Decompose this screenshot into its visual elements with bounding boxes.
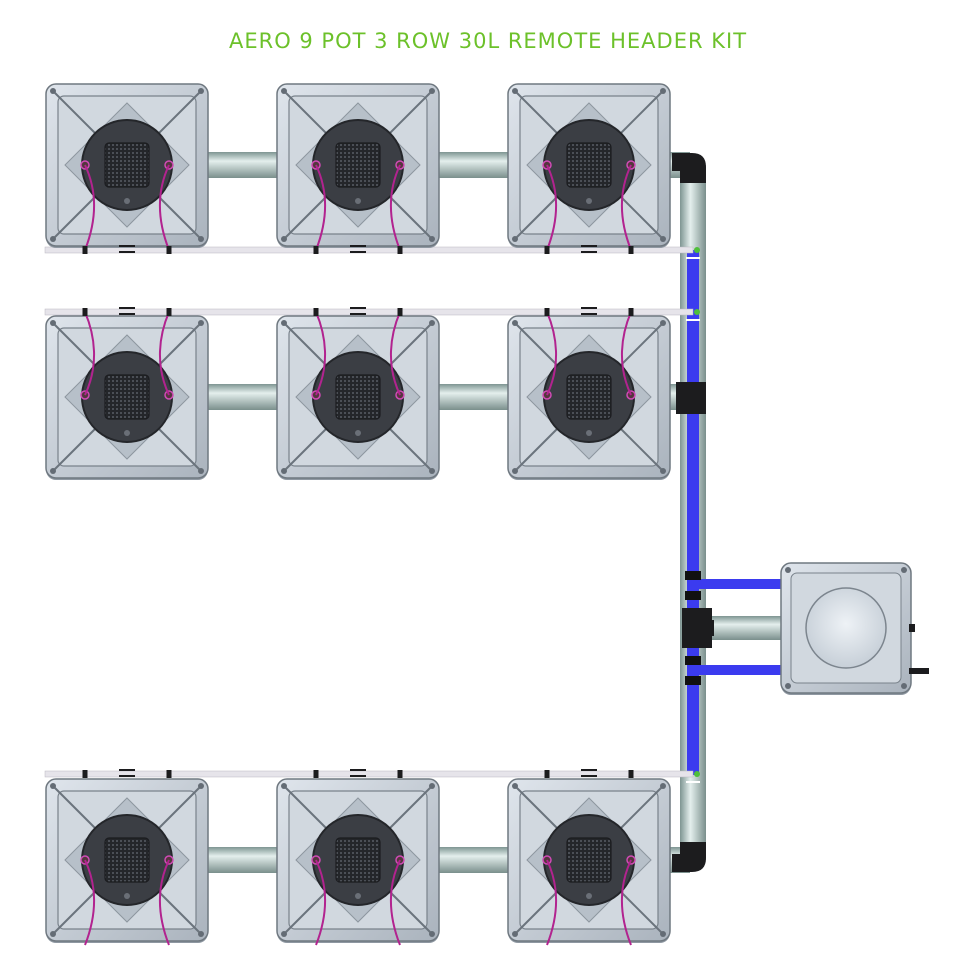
clip-mark — [350, 313, 366, 315]
feed-line-branch — [690, 665, 782, 675]
clip-mark — [350, 307, 366, 309]
feed-clip — [685, 571, 701, 580]
jumper-hose — [621, 164, 632, 251]
reservoir-pipe — [706, 616, 786, 640]
drain-tube — [44, 770, 694, 778]
jumper-hose — [621, 859, 632, 946]
jumper-hose — [621, 311, 632, 396]
pot-8 — [276, 778, 440, 946]
pot-1 — [45, 83, 209, 251]
hose-fitting — [397, 308, 403, 316]
clip-mark — [119, 251, 135, 253]
jumper-hose — [315, 859, 326, 946]
hose-fitting — [166, 308, 172, 316]
hose-fitting — [166, 770, 172, 778]
pot-6 — [507, 311, 671, 480]
clip-mark — [350, 251, 366, 253]
jumper-hose — [390, 164, 401, 251]
jumper-hose — [546, 859, 557, 946]
manifold-pipe — [204, 152, 282, 178]
pot-9 — [507, 778, 671, 946]
jumper-hose — [546, 311, 557, 396]
drain-tube — [44, 308, 694, 316]
feed-clip — [685, 656, 701, 665]
jumper-hose — [546, 164, 557, 251]
clip-mark — [119, 245, 135, 247]
hose-fitting — [544, 308, 550, 316]
drain-connector — [694, 247, 700, 253]
jumper-hose — [159, 311, 170, 396]
reservoir-coupler — [704, 620, 714, 636]
manifold-pipe — [435, 384, 513, 410]
elbow-fitting — [672, 842, 706, 872]
feed-clip — [685, 591, 701, 600]
clip-mark — [119, 769, 135, 771]
manifold-pipe — [204, 847, 282, 873]
hose-fitting — [313, 246, 319, 254]
jumper-hose — [390, 311, 401, 396]
drain-marker — [686, 257, 700, 259]
manifold-pipe — [435, 847, 513, 873]
jumper-hose — [390, 859, 401, 946]
pot-4 — [45, 311, 209, 480]
pot-3 — [507, 83, 671, 251]
drain-marker — [686, 781, 700, 783]
hose-fitting — [82, 246, 88, 254]
feed-clip — [685, 676, 701, 685]
hose-fitting — [313, 308, 319, 316]
reservoir-30l — [780, 562, 929, 695]
clip-mark — [581, 245, 597, 247]
hose-fitting — [82, 308, 88, 316]
page-title: AERO 9 POT 3 ROW 30L REMOTE HEADER KIT — [228, 29, 748, 53]
pipe-layer — [44, 152, 786, 873]
jumper-hose — [159, 164, 170, 251]
hose-fitting — [82, 770, 88, 778]
clip-mark — [350, 775, 366, 777]
clip-mark — [119, 313, 135, 315]
hose-fitting — [628, 308, 634, 316]
clip-mark — [350, 245, 366, 247]
jumper-hose — [315, 311, 326, 396]
clip-mark — [581, 769, 597, 771]
hose-fitting — [397, 246, 403, 254]
reservoir-port — [909, 624, 915, 632]
jumper-hose — [159, 859, 170, 946]
fittings-layer — [82, 153, 714, 872]
hose-fitting — [397, 770, 403, 778]
clip-mark — [119, 775, 135, 777]
pot-7 — [45, 778, 209, 946]
hose-fitting — [544, 770, 550, 778]
drain-connector — [694, 309, 700, 315]
jumper-hose — [315, 164, 326, 251]
feed-line-vertical — [687, 250, 699, 775]
hose-fitting — [313, 770, 319, 778]
tee-fitting — [676, 382, 706, 414]
manifold-pipe — [204, 384, 282, 410]
drain-marker — [686, 319, 700, 321]
clip-mark — [119, 307, 135, 309]
clip-mark — [581, 313, 597, 315]
elbow-fitting — [672, 153, 706, 183]
jumper-hose — [84, 311, 95, 396]
drain-connector — [694, 771, 700, 777]
reservoir-drain — [909, 668, 929, 674]
hose-fitting — [628, 770, 634, 778]
clip-mark — [581, 775, 597, 777]
pot-5 — [276, 311, 440, 480]
manifold-pipe — [435, 152, 513, 178]
hose-fitting — [628, 246, 634, 254]
feed-line-branch — [690, 579, 782, 589]
clip-mark — [581, 251, 597, 253]
pot-2 — [276, 83, 440, 251]
hose-fitting — [544, 246, 550, 254]
pot-layer — [45, 83, 929, 946]
clip-mark — [581, 307, 597, 309]
jumper-hose — [84, 859, 95, 946]
hose-fitting — [166, 246, 172, 254]
clip-mark — [350, 769, 366, 771]
jumper-hose — [84, 164, 95, 251]
